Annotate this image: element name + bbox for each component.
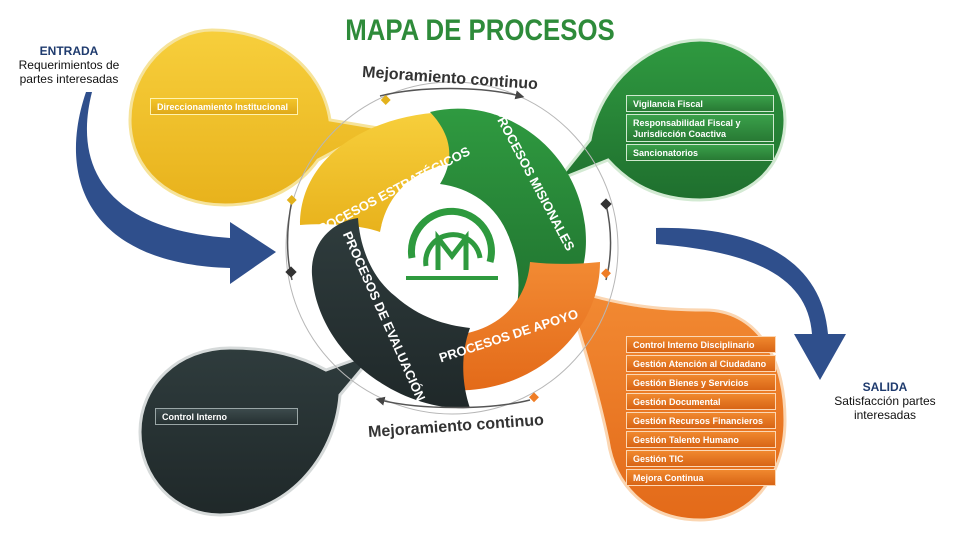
estrategicos-item: Direccionamiento Institucional (150, 98, 298, 115)
loop-arrow-bottom (375, 396, 531, 409)
evaluacion-drop (138, 346, 381, 517)
evaluacion-segment (311, 218, 470, 409)
apoyo-item: Gestión Talento Humano (626, 431, 776, 448)
outer-ring (285, 81, 619, 415)
apoyo-item: Gestión Atención al Ciudadano (626, 355, 776, 372)
salida-label: SALIDA Satisfacción partes interesadas (830, 380, 940, 422)
entrada-head: ENTRADA (39, 44, 99, 58)
misionales-item: Vigilancia Fiscal (626, 95, 774, 112)
loop-arrow-top (379, 87, 525, 100)
logo-icon (404, 200, 500, 296)
page-title: MAPA DE PROCESOS (345, 14, 615, 47)
salida-head: SALIDA (862, 380, 908, 394)
misionales-item: Responsabilidad Fiscal y Jurisdicción Co… (626, 114, 774, 142)
misionales-item: Sancionatorios (626, 144, 774, 161)
loop-arrow-right (605, 203, 612, 281)
entrada-text: Requerimientos de partes interesadas (18, 58, 120, 86)
apoyo-item: Control Interno Disciplinario (626, 336, 776, 353)
entrada-arrow-icon (75, 92, 276, 284)
apoyo-item: Gestión Bienes y Servicios (626, 374, 776, 391)
salida-text: Satisfacción partes interesadas (834, 394, 936, 422)
apoyo-item: Gestión Recursos Financieros (626, 412, 776, 429)
apoyo-item: Gestión TIC (626, 450, 776, 467)
apoyo-item: Mejora Continua (626, 469, 776, 486)
entrada-label: ENTRADA Requerimientos de partes interes… (14, 44, 124, 86)
evaluacion-item: Control Interno (155, 408, 298, 425)
apoyo-item: Gestión Documental (626, 393, 776, 410)
salida-arrow-icon (656, 227, 846, 380)
estrategicos-drop (128, 28, 383, 207)
